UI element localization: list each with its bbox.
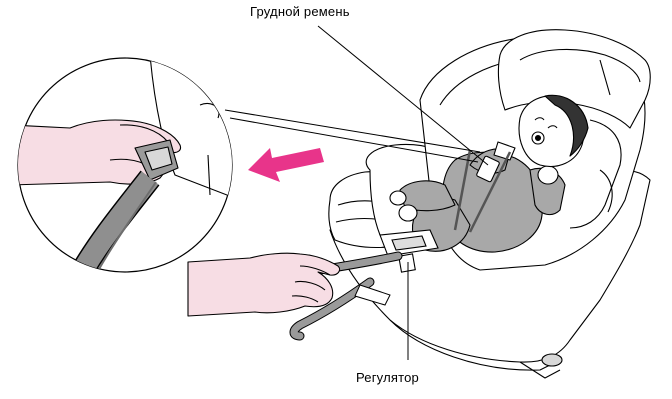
adjuster-label: Регулятор	[356, 370, 419, 385]
pull-arrow-icon	[248, 148, 324, 182]
zoom-detail	[10, 55, 240, 278]
hand-lower	[188, 253, 340, 316]
chest-strap-label: Грудной ремень	[250, 4, 350, 19]
